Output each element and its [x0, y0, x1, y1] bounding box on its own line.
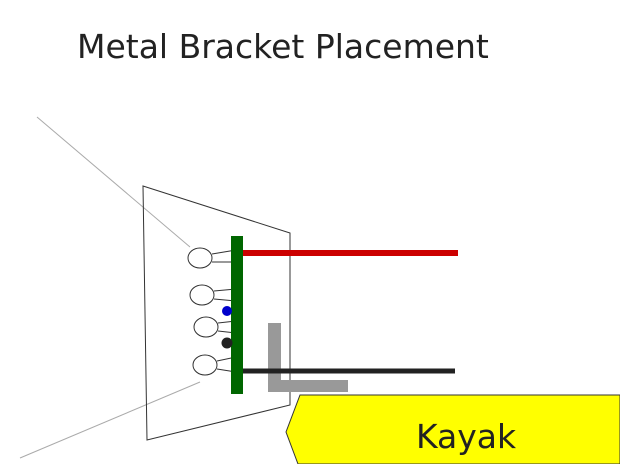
metal-bracket: [268, 323, 348, 392]
kayak-shape: [285, 394, 620, 464]
guide-line-bottom: [19, 381, 201, 459]
guide-line-top: [36, 116, 191, 248]
kayak-label: Kayak: [416, 417, 517, 456]
pin-2: [189, 284, 215, 306]
pin-3: [193, 316, 219, 338]
black-dot: [221, 337, 233, 349]
blue-dot: [222, 306, 232, 316]
pin-4: [192, 354, 218, 376]
diagram-title: Metal Bracket Placement: [77, 27, 489, 66]
connector-pins: [187, 247, 219, 376]
green-bar: [231, 236, 243, 394]
pin-1: [187, 247, 213, 269]
connector-housing: [142, 185, 291, 441]
